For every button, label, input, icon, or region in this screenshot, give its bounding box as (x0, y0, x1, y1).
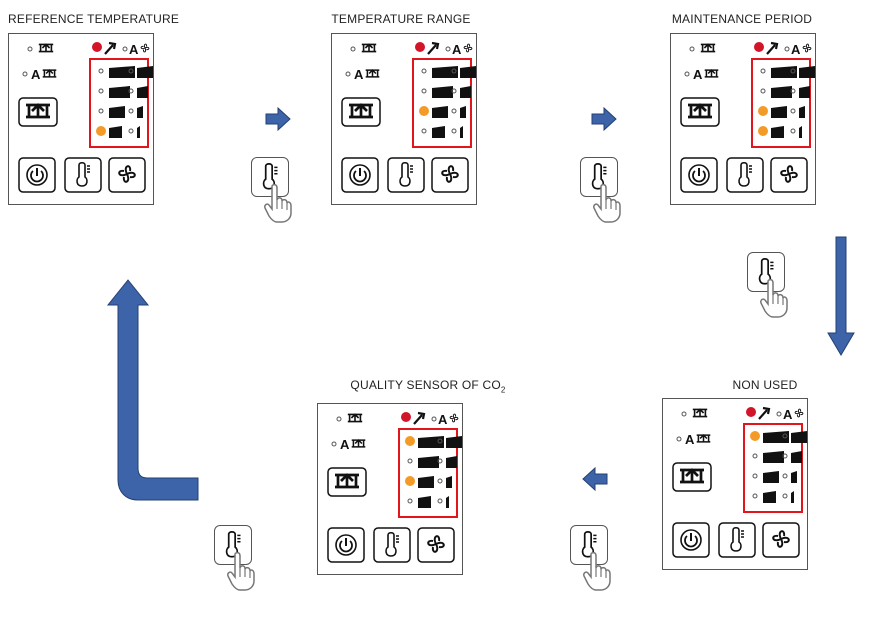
hand-press-icon (760, 278, 788, 318)
svg-text:A: A (452, 42, 462, 57)
step-title-maintenance-period: MAINTENANCE PERIOD (671, 12, 813, 26)
press-temperature-button[interactable] (251, 157, 289, 197)
hand-press-icon (583, 551, 611, 591)
step-title-co2-sensor: QUALITY SENSOR OF CO2 (350, 378, 506, 395)
press-temperature-button[interactable] (747, 252, 785, 292)
step-title-temperature-range: TEMPERATURE RANGE (331, 12, 471, 26)
svg-text:A: A (354, 67, 364, 82)
arrow-left (582, 466, 608, 492)
step-title-reference-temperature: REFERENCE TEMPERATURE (8, 12, 180, 26)
press-temperature-button[interactable] (214, 525, 252, 565)
hand-press-icon (227, 551, 255, 591)
arrow-right-2 (591, 106, 617, 132)
press-temperature-button[interactable] (580, 157, 618, 197)
svg-text:A: A (791, 42, 801, 57)
svg-text:A: A (685, 432, 695, 447)
hand-press-icon (593, 183, 621, 223)
svg-text:A: A (783, 407, 793, 422)
arrow-return-up (106, 279, 199, 501)
hand-press-icon (264, 183, 292, 223)
svg-text:A: A (693, 67, 703, 82)
svg-text:A: A (31, 67, 41, 82)
press-temperature-button[interactable] (570, 525, 608, 565)
arrow-right-1 (265, 106, 291, 132)
step-title-non-used: NON USED (732, 378, 798, 392)
svg-text:A: A (129, 42, 139, 57)
svg-text:A: A (438, 412, 448, 427)
svg-text:A: A (340, 437, 350, 452)
arrow-down (827, 236, 855, 356)
